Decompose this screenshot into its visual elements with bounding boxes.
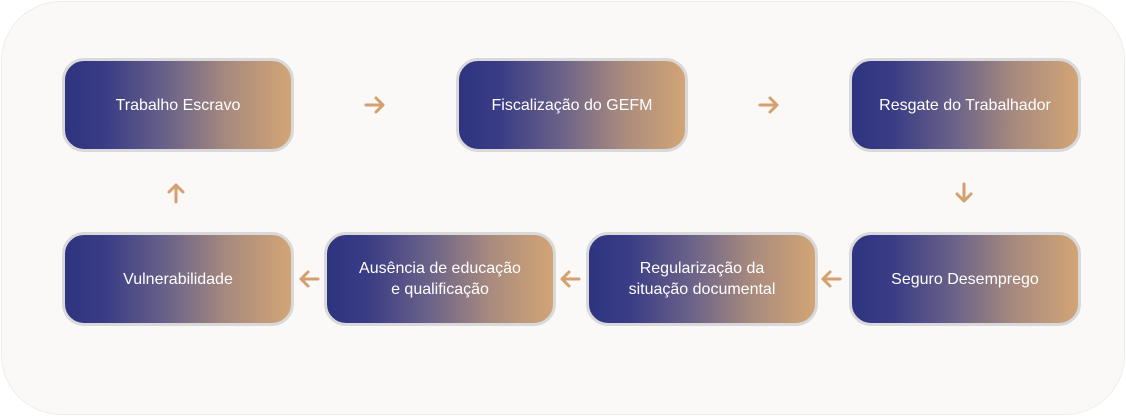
node-label: Resgate do Trabalhador [879,96,1051,114]
arrow-left-icon [558,267,582,291]
arrow-left-icon [297,267,321,291]
node-label: Regularização da [639,260,765,277]
arrow-down-icon [952,181,976,205]
arrow-right-icon [757,93,781,117]
node-trabalho-escravo: Trabalho Escravo [62,58,294,152]
arrow-left-icon [819,267,843,291]
node-resgate-trabalhador: Resgate do Trabalhador [849,58,1081,152]
node-label: e qualificação [391,281,489,298]
node-seguro-desemprego: Seguro Desemprego [849,232,1081,326]
node-label: Vulnerabilidade [123,270,233,288]
node-label: Ausência de educação [359,260,521,277]
arrow-up-icon [164,181,188,205]
node-ausencia-educacao: Ausência de educação e qualificação [324,232,556,326]
node-label: Fiscalização do GEFM [491,96,653,114]
node-regularizacao-documental: Regularização da situação documental [586,232,818,326]
arrow-right-icon [363,93,387,117]
node-label: Seguro Desemprego [891,270,1039,288]
node-label: Trabalho Escravo [115,96,241,114]
node-label: situação documental [628,281,776,298]
node-vulnerabilidade: Vulnerabilidade [62,232,294,326]
node-fiscalizacao-gefm: Fiscalização do GEFM [456,58,688,152]
